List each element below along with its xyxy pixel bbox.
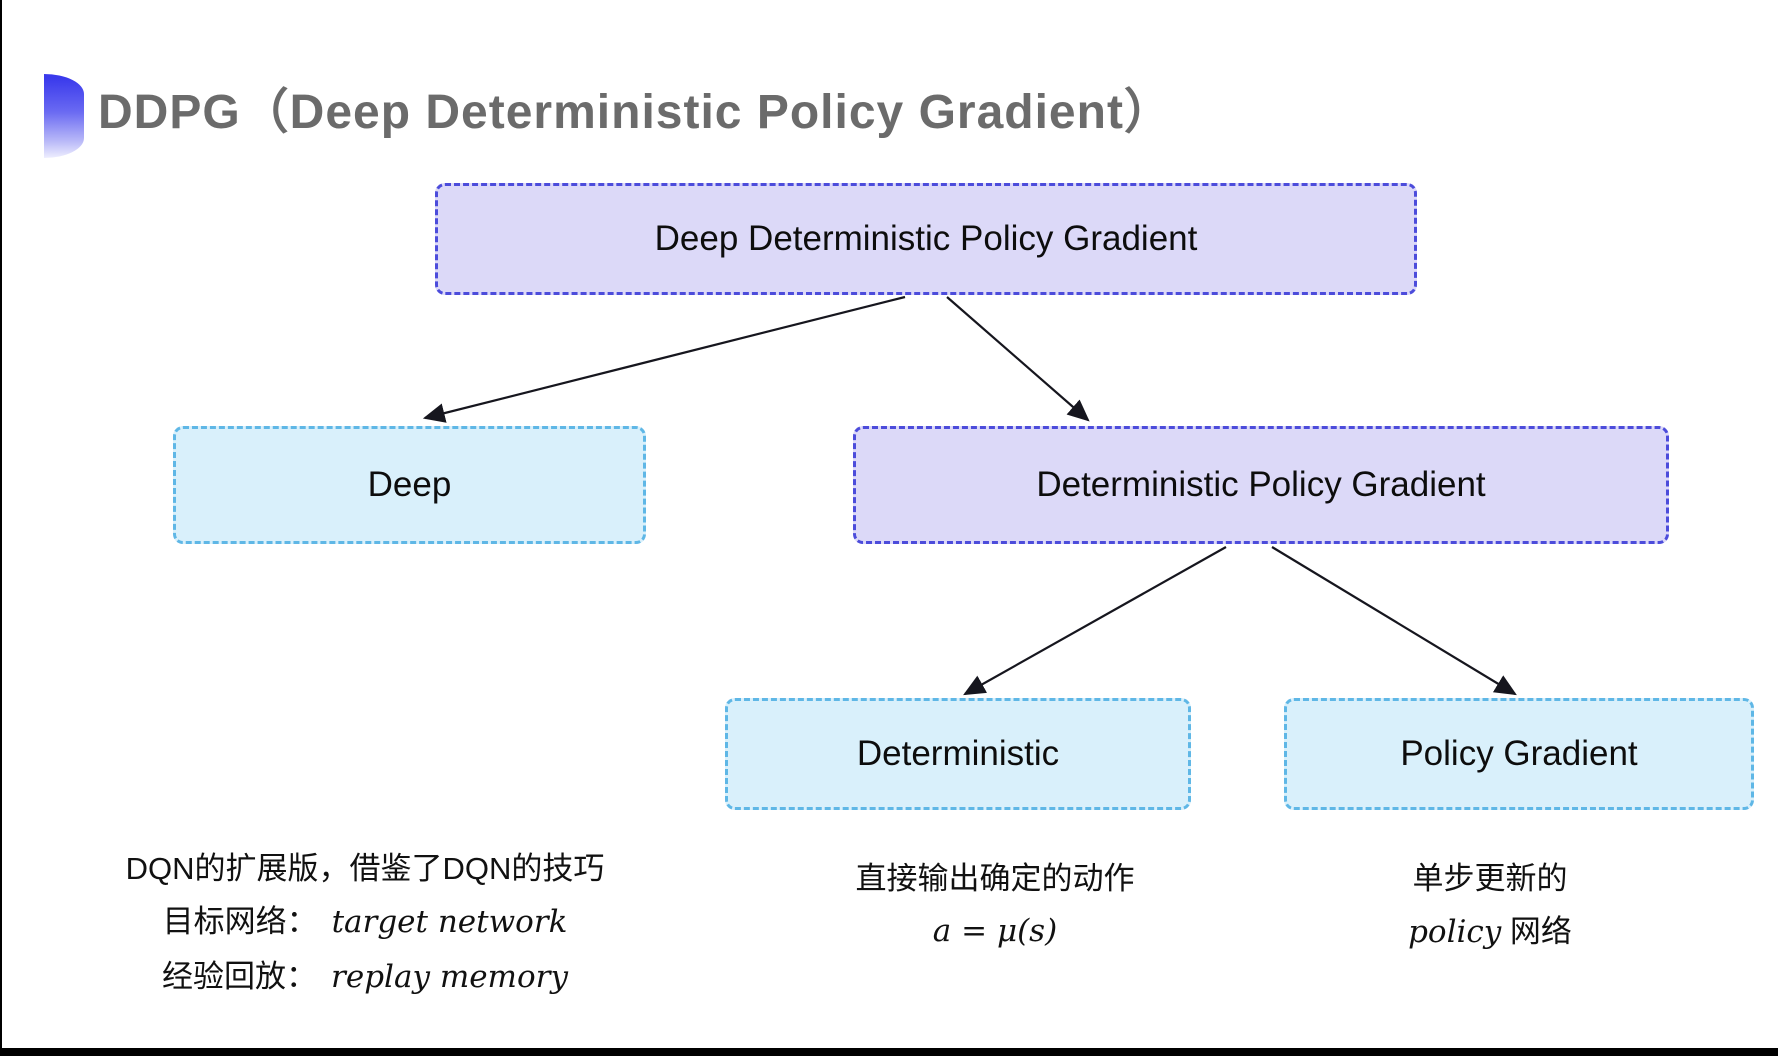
title-bullet-icon [44,74,84,158]
node-policy-gradient: Policy Gradient [1284,698,1754,810]
node-label: Deterministic [856,734,1060,773]
arrow-dpg-to-deterministic [963,546,1227,696]
note-deep-line2: 目标网络： target network [110,895,620,949]
arrow-dpg-to-policy-gradient [1271,546,1517,696]
note-deep-line3: 经验回放： replay memory [110,950,620,1004]
note-policy-gradient-line2: policy 网络 [1290,905,1690,959]
node-label: Deep [367,465,452,504]
node-deterministic-policy-gradient: Deterministic Policy Gradient [853,426,1669,544]
note-policy-gradient: 单步更新的 policy 网络 [1290,852,1690,960]
replay-memory-label-zh: 经验回放： [162,958,318,994]
note-deep-line1: DQN的扩展版，借鉴了DQN的技巧 [125,851,605,886]
left-border-line [0,0,2,1056]
node-deep-deterministic-policy-gradient: Deep Deterministic Policy Gradient [435,183,1417,295]
note-deterministic-line1: 直接输出确定的动作 [855,861,1135,896]
node-deterministic: Deterministic [725,698,1191,810]
node-label: Deep Deterministic Policy Gradient [654,219,1198,258]
node-label: Policy Gradient [1400,734,1638,773]
target-network-label-zh: 目标网络： [162,904,318,940]
node-deep: Deep [173,426,646,544]
note-policy-gradient-line1: 单步更新的 [1412,861,1568,896]
bottom-border-bar [0,1048,1778,1056]
node-label: Deterministic Policy Gradient [1036,465,1486,504]
target-network-term: target network [331,904,568,941]
replay-memory-term: replay memory [331,958,568,995]
policy-term: policy [1408,914,1502,951]
arrow-root-to-dpg [946,296,1090,422]
arrow-root-to-deep [422,295,906,423]
slide-title: DDPG（Deep Deterministic Policy Gradient） [98,86,1173,139]
policy-network-label-zh: 网络 [1509,914,1572,950]
note-deterministic: 直接输出确定的动作 a = μ(s) [790,852,1200,959]
note-deep: DQN的扩展版，借鉴了DQN的技巧 目标网络： target network 经验… [110,842,620,1004]
deterministic-formula: a = μ(s) [932,913,1058,950]
